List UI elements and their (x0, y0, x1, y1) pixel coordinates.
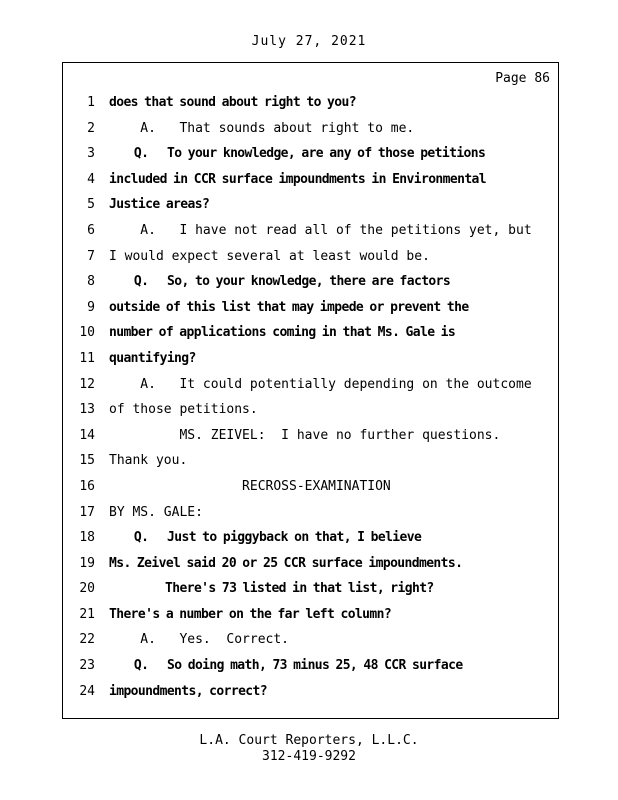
line-text: A. That sounds about right to me. (109, 120, 415, 136)
date-header: July 27, 2021 (251, 34, 367, 49)
transcript-line: 11 quantifying? (63, 351, 558, 377)
transcript-line: 15 Thank you. (63, 453, 558, 479)
transcript-line: 9 outside of this list that may impede or… (63, 300, 558, 326)
line-text: number of applications coming in that Ms… (109, 325, 456, 341)
transcript-line: 5 Justice areas? (63, 197, 558, 223)
line-text: A. Yes. Correct. (109, 632, 290, 648)
transcript-line: 2 A. That sounds about right to me. (63, 121, 558, 147)
footer: L.A. Court Reporters, L.L.C. 312-419-929… (0, 733, 618, 765)
line-text: BY MS. GALE: (109, 504, 203, 520)
transcript-line: 14 MS. ZEIVEL: I have no further questio… (63, 428, 558, 454)
transcript-line: 12 A. It could potentially depending on … (63, 377, 558, 403)
line-text: There's a number on the far left column? (109, 606, 392, 622)
transcript-line: 23 Q. So doing math, 73 minus 25, 48 CCR… (63, 658, 558, 684)
line-text: A. It could potentially depending on the… (109, 376, 532, 392)
line-number: 20 (79, 581, 95, 597)
line-number: 7 (87, 248, 95, 264)
transcript-line: 7 I would expect several at least would b… (63, 249, 558, 275)
line-text: There's 73 listed in that list, right? (109, 581, 434, 597)
line-text: impoundments, correct? (109, 683, 268, 699)
line-text: Q. Just to piggyback on that, I believe (109, 530, 422, 546)
transcript-line: 22 A. Yes. Correct. (63, 632, 558, 658)
transcript-line: 17 BY MS. GALE: (63, 505, 558, 531)
line-text: of those petitions. (109, 402, 258, 418)
transcript-line: 10 number of applications coming in that … (63, 325, 558, 351)
line-text: Q. So doing math, 73 minus 25, 48 CCR su… (109, 658, 463, 674)
transcript-line: 1 does that sound about right to you? (63, 95, 558, 121)
line-number: 17 (79, 504, 95, 520)
line-text: RECROSS-EXAMINATION (109, 478, 391, 494)
line-text: does that sound about right to you? (109, 95, 357, 110)
line-number: 2 (87, 120, 95, 136)
line-number: 16 (79, 478, 95, 494)
line-text: Q. To your knowledge, are any of those p… (109, 146, 486, 162)
line-text: quantifying? (109, 350, 196, 366)
line-number: 15 (79, 453, 95, 469)
transcript-line: 3 Q. To your knowledge, are any of those… (63, 146, 558, 172)
line-number: 1 (87, 95, 95, 110)
line-text: Thank you. (109, 453, 188, 469)
line-number: 21 (79, 606, 95, 622)
line-number: 22 (79, 632, 95, 648)
line-number: 23 (79, 658, 95, 674)
line-number: 12 (79, 376, 95, 392)
page-number-label: Page 86 (495, 71, 550, 86)
transcript-line: 19 Ms. Zeivel said 20 or 25 CCR surface i… (63, 556, 558, 582)
transcript-line: 24 impoundments, correct? (63, 684, 558, 710)
transcript-line: 20 There's 73 listed in that list, right… (63, 581, 558, 607)
transcript-line: 18 Q. Just to piggyback on that, I belie… (63, 530, 558, 556)
transcript-line: 21 There's a number on the far left colum… (63, 607, 558, 633)
line-number: 3 (87, 146, 95, 162)
line-text: A. I have not read all of the petitions … (109, 222, 532, 238)
line-number: 11 (79, 350, 95, 366)
footer-company: L.A. Court Reporters, L.L.C. (199, 733, 419, 748)
transcript-sheet: Page 86 1 does that sound about right to … (62, 62, 559, 719)
line-number: 19 (79, 555, 95, 571)
line-text: Q. So, to your knowledge, there are fact… (109, 274, 451, 290)
line-number: 6 (87, 222, 95, 238)
transcript-line: 16 RECROSS-EXAMINATION (63, 479, 558, 505)
line-number: 24 (79, 683, 95, 699)
line-number: 5 (87, 197, 95, 213)
line-number: 18 (79, 530, 95, 546)
footer-phone: 312-419-9292 (262, 749, 356, 764)
transcript-line: 8 Q. So, to your knowledge, there are fa… (63, 274, 558, 300)
line-number: 8 (87, 274, 95, 290)
transcript-line: 6 A. I have not read all of the petition… (63, 223, 558, 249)
line-text: outside of this list that may impede or … (109, 299, 469, 315)
transcript-line: 13 of those petitions. (63, 402, 558, 428)
line-number: 10 (79, 325, 95, 341)
line-text: I would expect several at least would be… (109, 248, 430, 264)
line-number: 4 (87, 171, 95, 187)
line-text: MS. ZEIVEL: I have no further questions. (109, 427, 501, 443)
line-text: Justice areas? (109, 197, 210, 213)
line-number: 14 (79, 427, 95, 443)
transcript-lines: 1 does that sound about right to you? 2 A.… (63, 95, 558, 709)
line-text: included in CCR surface impoundments in … (109, 171, 487, 187)
line-number: 13 (79, 402, 95, 418)
line-text: Ms. Zeivel said 20 or 25 CCR surface imp… (109, 555, 463, 571)
line-number: 9 (87, 299, 95, 315)
transcript-line: 4 included in CCR surface impoundments in… (63, 172, 558, 198)
